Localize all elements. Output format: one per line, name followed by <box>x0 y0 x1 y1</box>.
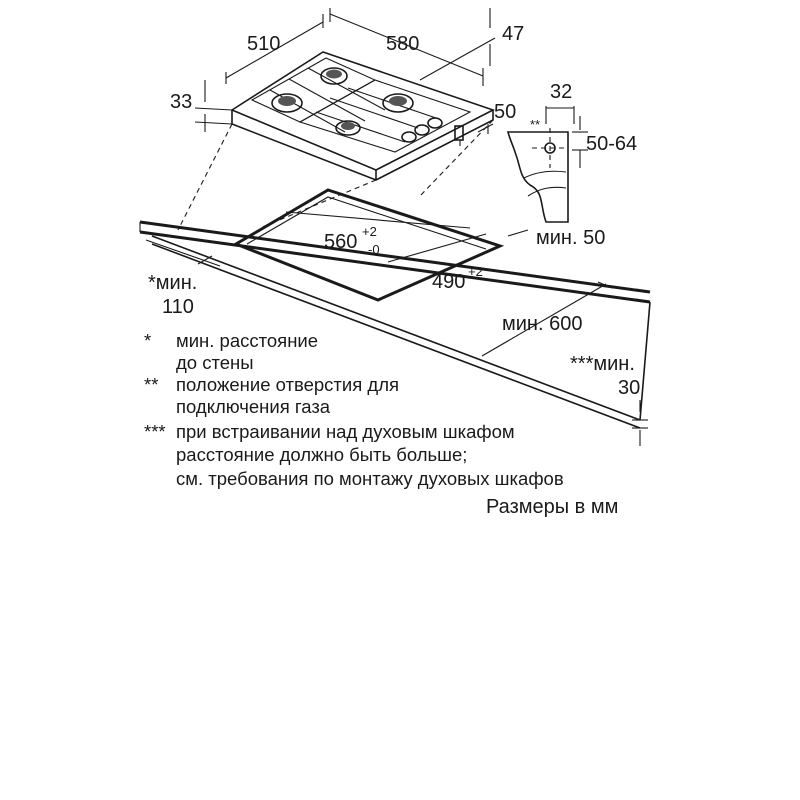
note-1-line-1: мин. расстояние <box>176 330 319 351</box>
note-1-line-2: до стены <box>176 352 254 373</box>
hob-dimensions <box>194 8 496 134</box>
dim-min-back: мин. 50 <box>536 227 605 249</box>
hob-drawing <box>230 51 496 181</box>
dim-min-oven-prefix: ***мин. <box>570 353 635 375</box>
dim-min-front: мин. 600 <box>502 313 582 335</box>
projection-lines <box>177 119 494 231</box>
control-knobs <box>401 117 443 143</box>
note-2-marker: ** <box>144 374 159 395</box>
cutout-dimensions <box>145 211 648 446</box>
burner-front-left <box>271 93 303 113</box>
dim-pipe-offset: 32 <box>550 81 572 103</box>
dim-min-oven-value: 30 <box>618 377 640 399</box>
note-3-line-2: расстояние должно быть больше; <box>176 444 468 465</box>
dim-cutout-width: 560 <box>324 231 357 253</box>
dim-min-wall-prefix: *мин. <box>148 272 197 294</box>
note-3-line-1: при встраивании над духовым шкафом <box>176 421 515 442</box>
dim-gas-offset: 50 <box>494 101 516 123</box>
dim-cutout-depth: 490 <box>432 271 465 293</box>
gas-connection-stub <box>454 125 464 146</box>
note-1-marker: * <box>144 330 152 351</box>
gas-marker: ** <box>530 117 540 132</box>
cutout <box>232 188 505 302</box>
wall-section <box>506 128 569 223</box>
burner-rear-right <box>382 93 414 113</box>
dim-min-wall-value: 110 <box>162 296 194 318</box>
burner-rear-left <box>320 67 348 85</box>
burner-front-right <box>335 120 361 136</box>
note-3-marker: *** <box>144 421 166 442</box>
dim-hob-depth: 580 <box>386 33 419 55</box>
dim-pipe-height: 50-64 <box>586 133 637 155</box>
units-label: Размеры в мм <box>486 496 619 518</box>
wall-dimensions <box>545 106 588 168</box>
dim-hob-width: 510 <box>247 33 280 55</box>
dim-hob-height: 47 <box>502 23 524 45</box>
note-3-line-3: см. требования по монтажу духовых шкафов <box>176 468 564 489</box>
note-2-line-2: подключения газа <box>176 396 331 417</box>
dim-cutout-width-tol-minus: -0 <box>368 242 380 257</box>
dim-hob-thickness: 33 <box>170 91 192 113</box>
dim-cutout-width-tol-plus: +2 <box>362 224 377 239</box>
dim-cutout-depth-tol: +2 <box>468 264 483 279</box>
worktop <box>139 220 651 429</box>
note-2-line-1: положение отверстия для <box>176 374 400 395</box>
